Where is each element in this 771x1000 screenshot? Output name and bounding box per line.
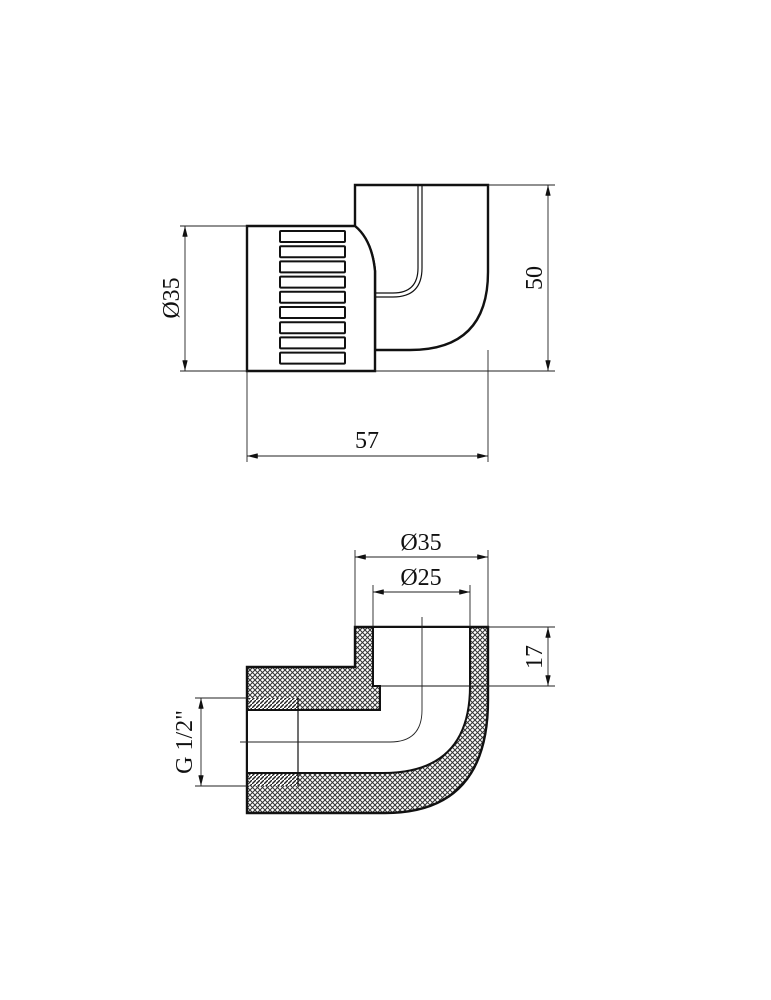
nut-rib [279,336,346,350]
thread-label: G 1/2" [172,710,198,774]
dimension-socket-depth: 17 [470,626,555,687]
socket-depth-label: 17 [522,645,548,669]
dimension-length: 57 [246,350,489,462]
thread-top [249,698,298,710]
length-label: 57 [355,428,379,454]
diameter-label: Ø35 [159,277,185,318]
nut-rib [279,351,346,365]
height-label: 50 [522,266,548,290]
dimension-outer-diameter: Ø35 [354,530,489,627]
nut-body [245,224,377,373]
bore [246,626,471,774]
nut-rib [279,306,346,319]
dimension-thread: G 1/2" [172,697,247,787]
nut-rib [279,245,346,259]
thread-bottom [249,773,298,786]
dimension-inner-diameter: Ø25 [372,565,471,627]
dimension-height: 50 [375,184,555,372]
nut-rib [279,290,346,304]
section-view: Ø35 Ø25 17 G 1/2" [172,530,555,815]
centerline [240,617,423,743]
dimension-diameter: Ø35 [159,225,247,372]
nut-ribs [279,230,346,365]
nut-rib [279,275,346,289]
outer-diameter-label: Ø35 [400,530,441,556]
side-view: Ø35 50 57 [159,183,555,462]
inner-diameter-label: Ø25 [400,565,441,591]
nut-rib [279,321,346,335]
nut-rib [279,260,346,274]
nut-rib [279,230,346,243]
